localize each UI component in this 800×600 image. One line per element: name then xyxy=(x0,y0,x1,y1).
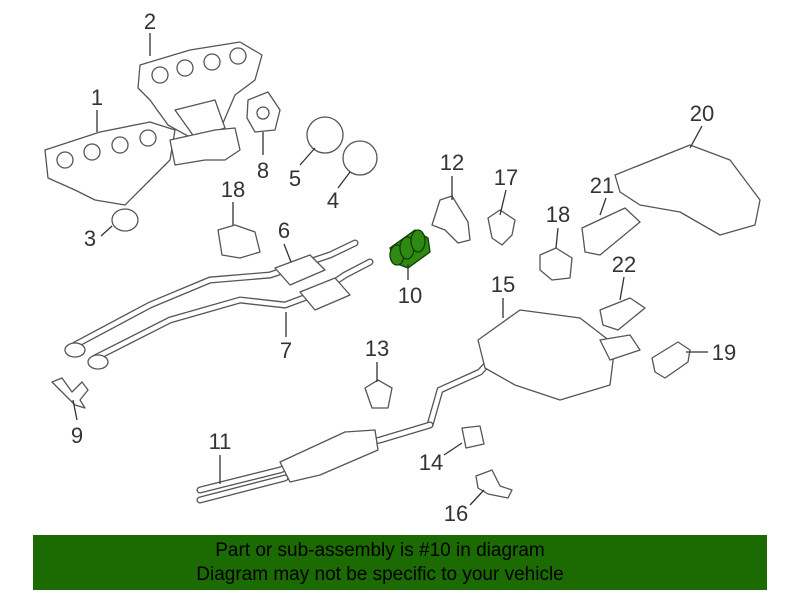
part-18-hanger[interactable] xyxy=(217,224,261,259)
callout-10[interactable]: 10 xyxy=(398,283,422,308)
callout-4[interactable]: 4 xyxy=(327,188,339,213)
part-11-center-muffler[interactable] xyxy=(196,421,434,504)
callout-2[interactable]: 2 xyxy=(144,9,156,34)
callout-13[interactable]: 13 xyxy=(365,336,389,361)
callout-11[interactable]: 11 xyxy=(209,429,232,454)
part-5-seal[interactable] xyxy=(306,116,344,154)
part-6-7-front-pipe[interactable] xyxy=(64,239,374,370)
callout-20[interactable]: 20 xyxy=(690,101,714,126)
part-12-bracket[interactable] xyxy=(431,195,471,244)
callout-18[interactable]: 18 xyxy=(546,202,570,227)
banner-line-1: Part or sub-assembly is #10 in diagram xyxy=(215,540,545,561)
callout-3[interactable]: 3 xyxy=(84,226,96,251)
part-15-muffler[interactable] xyxy=(426,309,641,429)
part-17-bracket[interactable] xyxy=(487,209,516,246)
part-info-banner: Part or sub-assembly is #10 in diagram D… xyxy=(33,535,767,590)
callout-18[interactable]: 18 xyxy=(221,177,245,202)
callout-14[interactable]: 14 xyxy=(419,450,443,475)
callout-6[interactable]: 6 xyxy=(278,218,290,243)
part-8-gasket[interactable] xyxy=(246,91,281,133)
callout-21[interactable]: 21 xyxy=(590,173,614,198)
part-22-tip[interactable] xyxy=(599,297,646,331)
callout-17[interactable]: 17 xyxy=(494,165,518,190)
callout-16[interactable]: 16 xyxy=(444,501,468,526)
part-20-heat-shield[interactable] xyxy=(614,144,761,236)
part-10-highlighted[interactable] xyxy=(389,229,431,269)
callout-9[interactable]: 9 xyxy=(71,423,83,448)
part-2-manifold[interactable] xyxy=(137,41,263,141)
callout-7[interactable]: 7 xyxy=(280,338,292,363)
callout-19[interactable]: 19 xyxy=(712,340,736,365)
part-9-bracket[interactable] xyxy=(51,377,89,409)
part-1-manifold[interactable] xyxy=(44,121,241,206)
part-4-seal[interactable] xyxy=(342,140,378,176)
part-16-bracket[interactable] xyxy=(475,469,513,499)
callout-1[interactable]: 1 xyxy=(91,85,103,110)
part-21-tube[interactable] xyxy=(581,207,641,256)
callout-22[interactable]: 22 xyxy=(612,252,636,277)
callout-5[interactable]: 5 xyxy=(289,166,301,191)
part-13-hanger[interactable] xyxy=(364,379,393,409)
part-14-clamp[interactable] xyxy=(461,425,485,449)
callout-numbers: 1 2 3 4 5 6 7 8 9 10 11 12 13 14 15 16 1… xyxy=(71,9,736,526)
callout-15[interactable]: 15 xyxy=(491,272,515,297)
leader-lines xyxy=(72,33,708,506)
callout-12[interactable]: 12 xyxy=(440,150,464,175)
part-19-tip[interactable] xyxy=(651,341,691,379)
part-3-gasket[interactable] xyxy=(111,208,139,232)
callout-8[interactable]: 8 xyxy=(257,158,269,183)
banner-line-2: Diagram may not be specific to your vehi… xyxy=(196,564,564,585)
exhaust-parts-diagram: 1 2 3 4 5 6 7 8 9 10 11 12 13 14 15 16 1… xyxy=(44,9,761,526)
part-18-hanger[interactable] xyxy=(539,247,573,281)
